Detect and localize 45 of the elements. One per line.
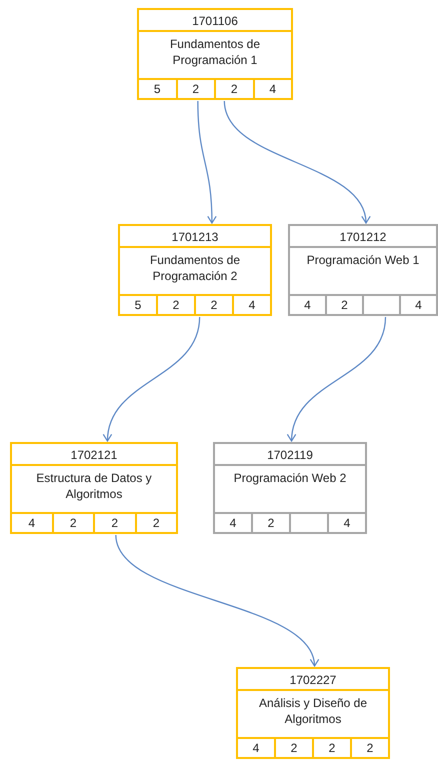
credit-cell: 2 bbox=[134, 514, 176, 532]
credit-cell: 4 bbox=[290, 296, 325, 314]
credit-cell: 2 bbox=[251, 514, 289, 532]
arrow bbox=[115, 534, 318, 667]
credit-cell: 2 bbox=[214, 80, 252, 98]
course-code: 1702121 bbox=[12, 444, 176, 466]
course-card bbox=[288, 224, 438, 316]
credit-cell: 5 bbox=[120, 296, 156, 314]
credit-cell: 4 bbox=[232, 296, 270, 314]
credit-cell: 4 bbox=[238, 739, 274, 757]
credit-cell: 2 bbox=[312, 739, 350, 757]
course-name: Programación Web 2 bbox=[215, 466, 365, 514]
course-name: Fundamentos de Programación 1 bbox=[139, 32, 291, 80]
course-code: 1701213 bbox=[120, 226, 270, 248]
arrow bbox=[104, 316, 200, 442]
credit-cell: 2 bbox=[176, 80, 214, 98]
credit-cell: 2 bbox=[194, 296, 232, 314]
course-card bbox=[236, 667, 390, 759]
course-card bbox=[213, 442, 367, 534]
credit-cell: 4 bbox=[327, 514, 365, 532]
credit-cell: 4 bbox=[399, 296, 436, 314]
arrow bbox=[288, 316, 386, 442]
credit-cell: 2 bbox=[274, 739, 312, 757]
course-code: 1701106 bbox=[139, 10, 291, 32]
arrow bbox=[197, 100, 217, 224]
course-name: Fundamentos de Programación 2 bbox=[120, 248, 270, 296]
arrow bbox=[224, 100, 370, 224]
course-card bbox=[10, 442, 178, 534]
course-name: Programación Web 1 bbox=[290, 248, 436, 296]
course-code: 1702227 bbox=[238, 669, 388, 691]
credit-cell: 2 bbox=[52, 514, 93, 532]
credit-cell: 2 bbox=[350, 739, 388, 757]
credit-cell: 2 bbox=[325, 296, 362, 314]
course-card bbox=[118, 224, 272, 316]
course-name: Análisis y Diseño de Algoritmos bbox=[238, 691, 388, 739]
credit-cell: 5 bbox=[139, 80, 176, 98]
course-code: 1701212 bbox=[290, 226, 436, 248]
course-card bbox=[137, 8, 293, 100]
credit-cell: 4 bbox=[12, 514, 52, 532]
credit-cell: 4 bbox=[252, 80, 291, 98]
course-code: 1702119 bbox=[215, 444, 365, 466]
credit-cell: 4 bbox=[215, 514, 251, 532]
credit-cell: 2 bbox=[93, 514, 134, 532]
credit-cell: 2 bbox=[156, 296, 194, 314]
course-name: Estructura de Datos y Algoritmos bbox=[12, 466, 176, 514]
